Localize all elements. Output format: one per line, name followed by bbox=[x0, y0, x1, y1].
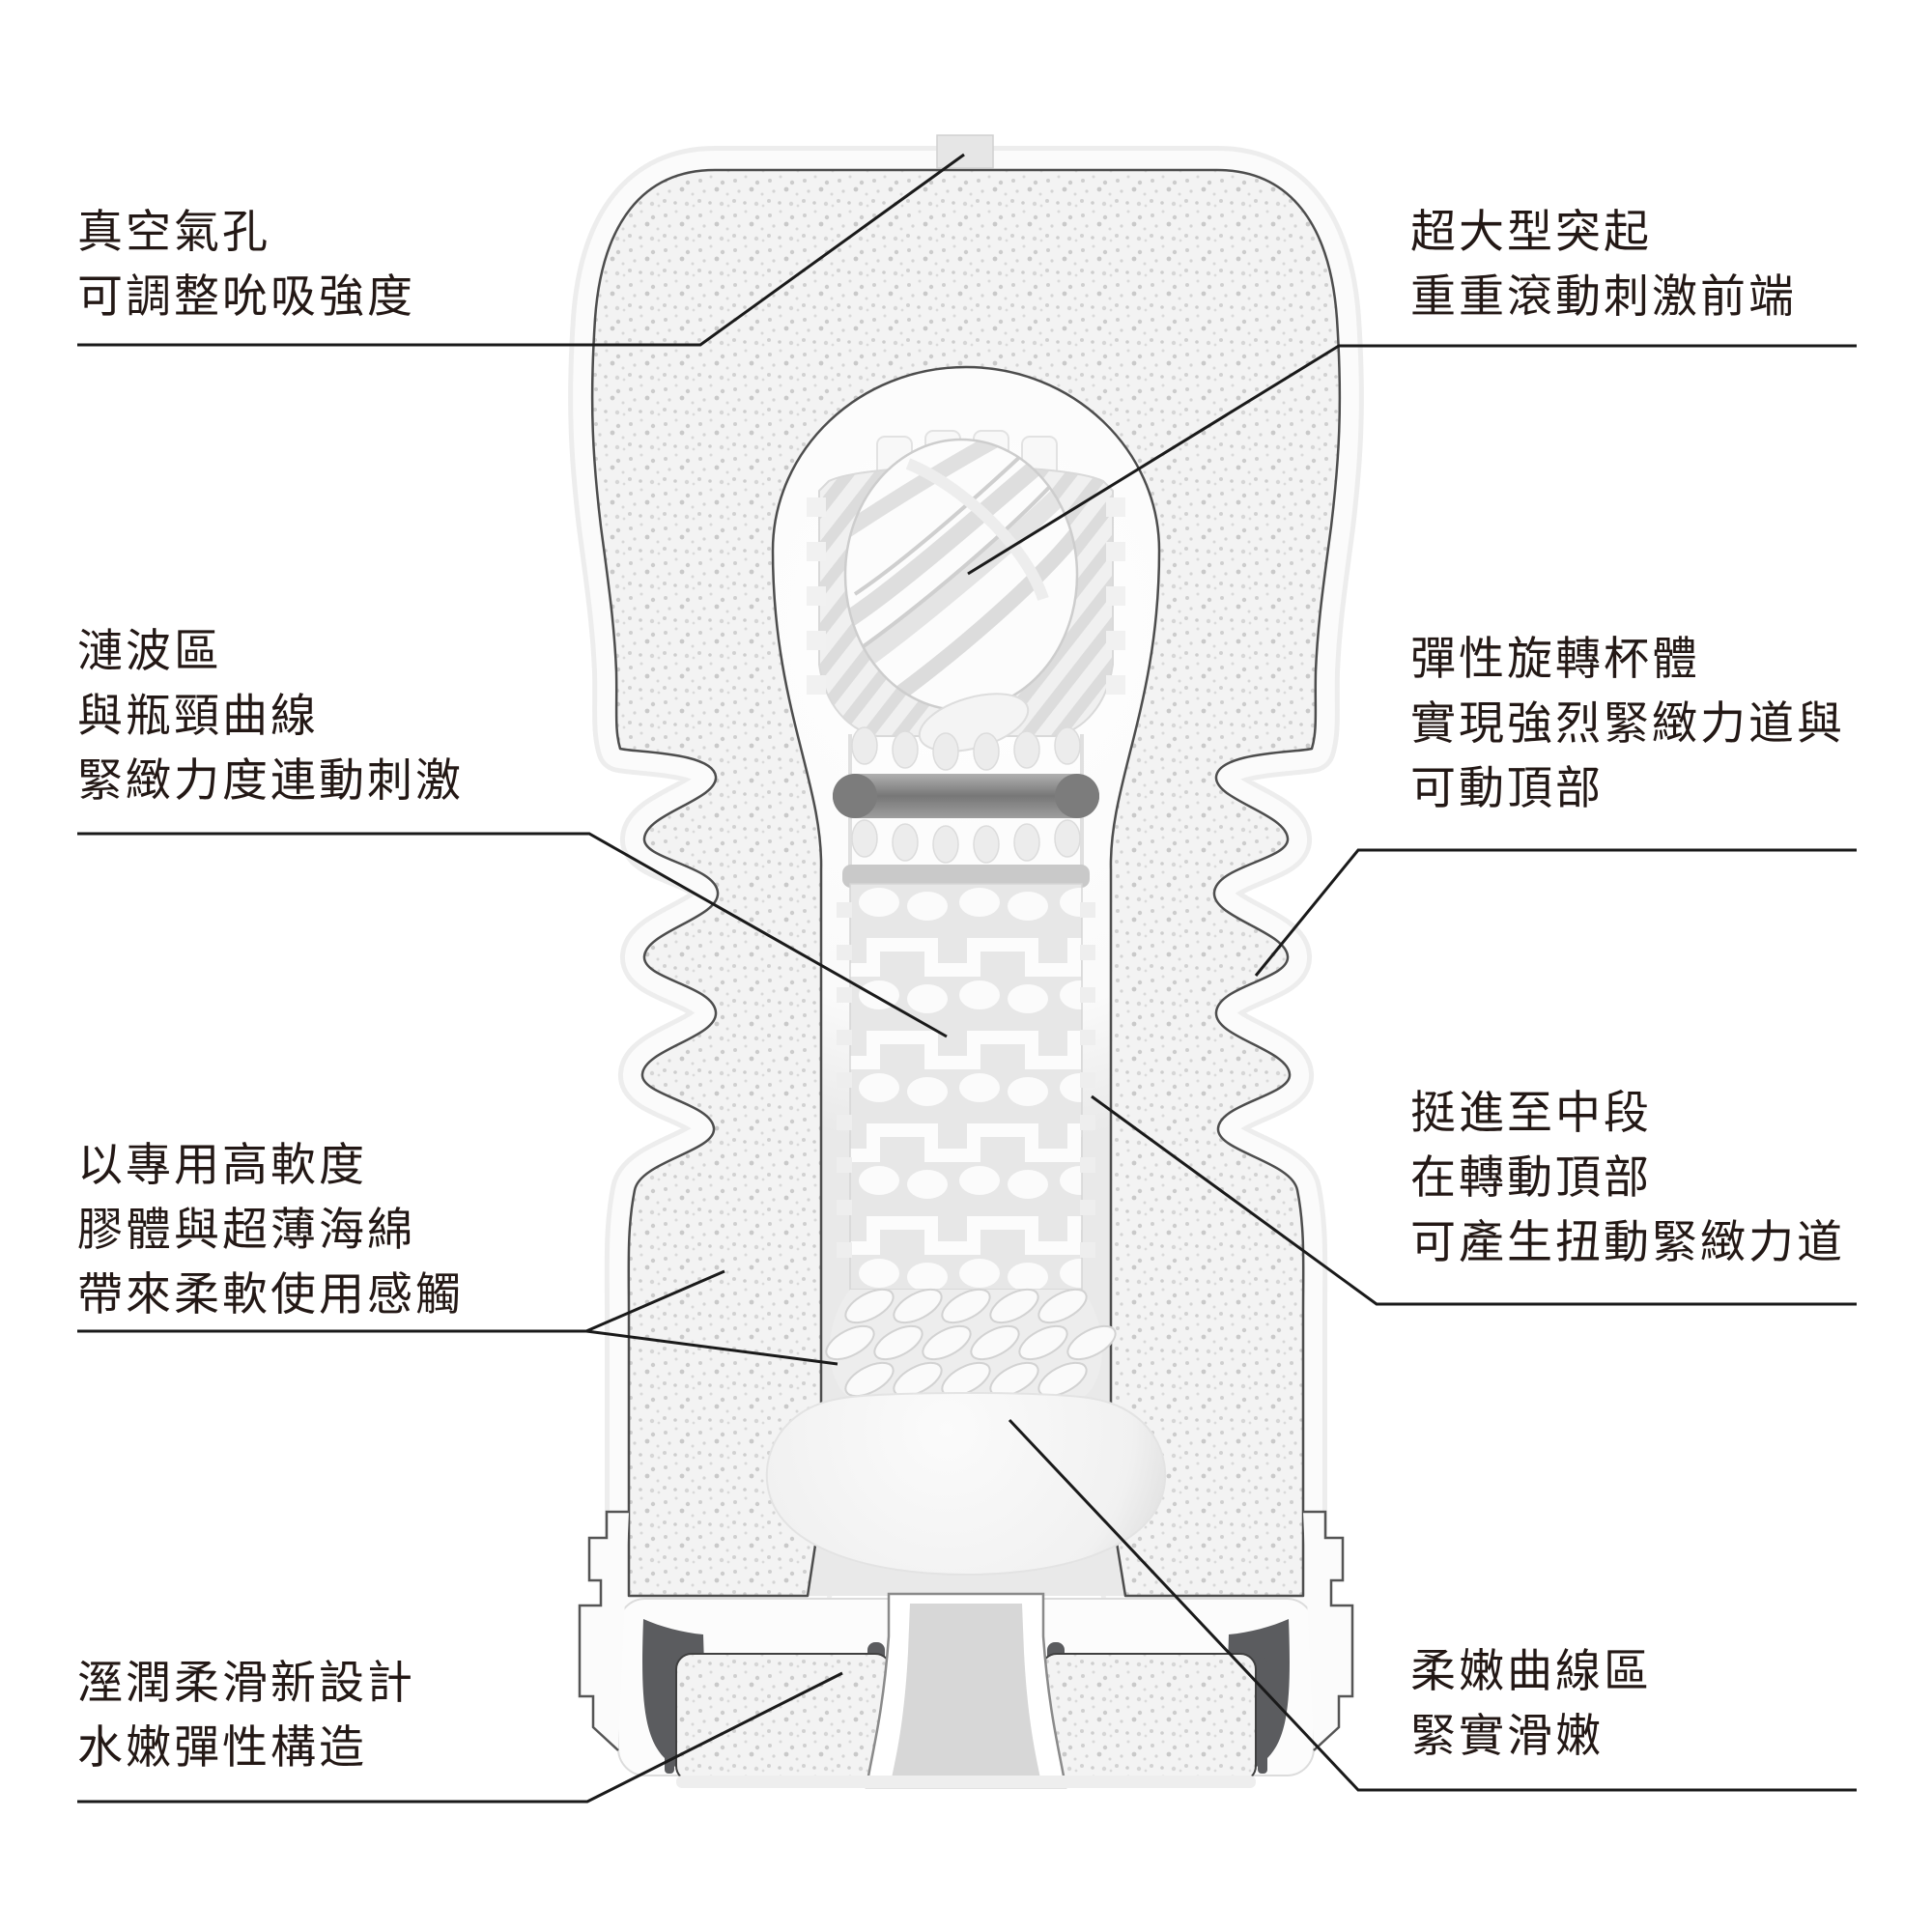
callout-line-moist-smooth-design bbox=[77, 1671, 843, 1804]
base-sponge-bar-right bbox=[1040, 1653, 1257, 1782]
annotation-line: 彈性旋轉杯體 bbox=[1410, 633, 1700, 684]
inner-sleeve-structure bbox=[765, 430, 1167, 1577]
soft-bulb bbox=[765, 1392, 1167, 1577]
callout-line-soft-curve-zone bbox=[1008, 1418, 1857, 1792]
annotation-line: 漣波區 bbox=[77, 625, 222, 676]
callout-line-mid-section-twist bbox=[1091, 1094, 1857, 1306]
annotation-elastic-rotating-cup: 彈性旋轉杯體 實現強烈緊緻力道與 可動頂部 bbox=[1410, 626, 1845, 820]
annotation-ripple-zone: 漣波區 與瓶頸曲線 緊緻力度連動刺激 bbox=[77, 618, 464, 812]
annotation-line: 與瓶頸曲線 bbox=[77, 690, 319, 741]
annotation-line: 真空氣孔 bbox=[77, 206, 270, 257]
annotation-line: 挺進至中段 bbox=[1410, 1087, 1652, 1138]
annotation-vacuum-hole: 真空氣孔 可調整吮吸強度 bbox=[77, 199, 415, 328]
annotation-line: 可調整吮吸強度 bbox=[77, 270, 415, 322]
annotation-line: 重重滾動刺激前端 bbox=[1410, 270, 1797, 322]
bead-rings bbox=[825, 1288, 1117, 1403]
annotation-line: 在轉動頂部 bbox=[1410, 1151, 1652, 1203]
base-assembly bbox=[578, 1510, 1354, 1789]
annotation-line: 膠體與超薄海綿 bbox=[77, 1204, 415, 1255]
annotation-line: 緊緻力度連動刺激 bbox=[77, 754, 464, 806]
annotation-line: 水嫩彈性構造 bbox=[77, 1721, 367, 1773]
annotation-large-protrusion: 超大型突起 重重滾動刺激前端 bbox=[1410, 199, 1797, 328]
annotation-line: 溼潤柔滑新設計 bbox=[77, 1657, 415, 1708]
annotation-line: 可產生扭動緊緻力道 bbox=[1410, 1216, 1845, 1267]
annotation-line: 緊實滑嫩 bbox=[1410, 1710, 1604, 1761]
annotation-mid-section-twist: 挺進至中段 在轉動頂部 可產生扭動緊緻力道 bbox=[1410, 1080, 1845, 1274]
callout-line-large-protrusion bbox=[967, 344, 1857, 576]
spiral-ball bbox=[843, 438, 1079, 753]
annotation-line: 超大型突起 bbox=[1410, 206, 1652, 257]
annotation-line: 帶來柔軟使用感觸 bbox=[77, 1268, 464, 1320]
callout-line-ripple-zone bbox=[77, 832, 948, 1038]
callout-line-elastic-rotating-cup bbox=[1254, 848, 1857, 977]
vacuum-hole-notch bbox=[936, 134, 994, 169]
annotation-soft-curve-zone: 柔嫩曲線區 緊實滑嫩 bbox=[1410, 1638, 1652, 1768]
base-sponge-bar-left bbox=[675, 1653, 892, 1782]
o-ring bbox=[833, 774, 1099, 818]
textured-column bbox=[837, 865, 1095, 1291]
annotation-line: 柔嫩曲線區 bbox=[1410, 1645, 1652, 1696]
callout-line-soft-gel-sponge bbox=[77, 1269, 838, 1366]
annotation-soft-gel-sponge: 以專用高軟度 膠體與超薄海綿 帶來柔軟使用感觸 bbox=[77, 1132, 464, 1326]
neck-nubs bbox=[851, 726, 1081, 864]
callout-lines bbox=[77, 153, 1857, 1804]
annotation-moist-smooth-design: 溼潤柔滑新設計 水嫩彈性構造 bbox=[77, 1650, 415, 1779]
annotation-line: 實現強烈緊緻力道與 bbox=[1410, 697, 1845, 749]
callout-line-vacuum-hole bbox=[77, 153, 965, 347]
annotation-line: 以專用高軟度 bbox=[77, 1139, 367, 1190]
annotation-line: 可動頂部 bbox=[1410, 762, 1604, 813]
